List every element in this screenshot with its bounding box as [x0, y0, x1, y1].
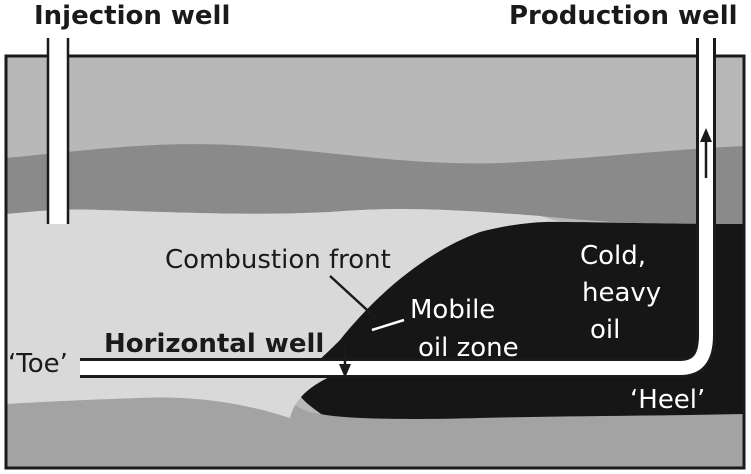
- mobile-oil-leader: [371, 318, 405, 332]
- production-well-bore: [80, 38, 713, 375]
- cold-oil-label-line2: heavy: [582, 278, 661, 308]
- combustion-front-label: Combustion front: [165, 245, 391, 275]
- injection-well-label: Injection well: [34, 1, 230, 31]
- mobile-oil-label-line2: oil zone: [418, 333, 519, 363]
- toe-label: ‘Toe’: [8, 349, 68, 379]
- horizontal-well-label: Horizontal well: [104, 329, 324, 359]
- production-flow-arrow-head: [700, 128, 712, 142]
- reservoir-frame: [4, 54, 746, 470]
- burned-zone: [6, 209, 560, 372]
- cold-oil-label-line1: Cold,: [580, 241, 646, 271]
- bottom-rock-layer: [6, 391, 744, 468]
- lower-burned-wedge: [6, 372, 340, 418]
- mobile-oil-label-line1: Mobile: [410, 295, 495, 325]
- cold-oil-label-line3: oil: [590, 315, 620, 345]
- injection-well-pipe: [48, 38, 68, 224]
- heel-label: ‘Heel’: [630, 385, 705, 415]
- combustion-front-leader: [329, 275, 379, 321]
- cap-rock-band: [6, 144, 744, 225]
- production-well-label: Production well: [509, 1, 738, 31]
- horizontal-well-pointer-head: [339, 364, 351, 378]
